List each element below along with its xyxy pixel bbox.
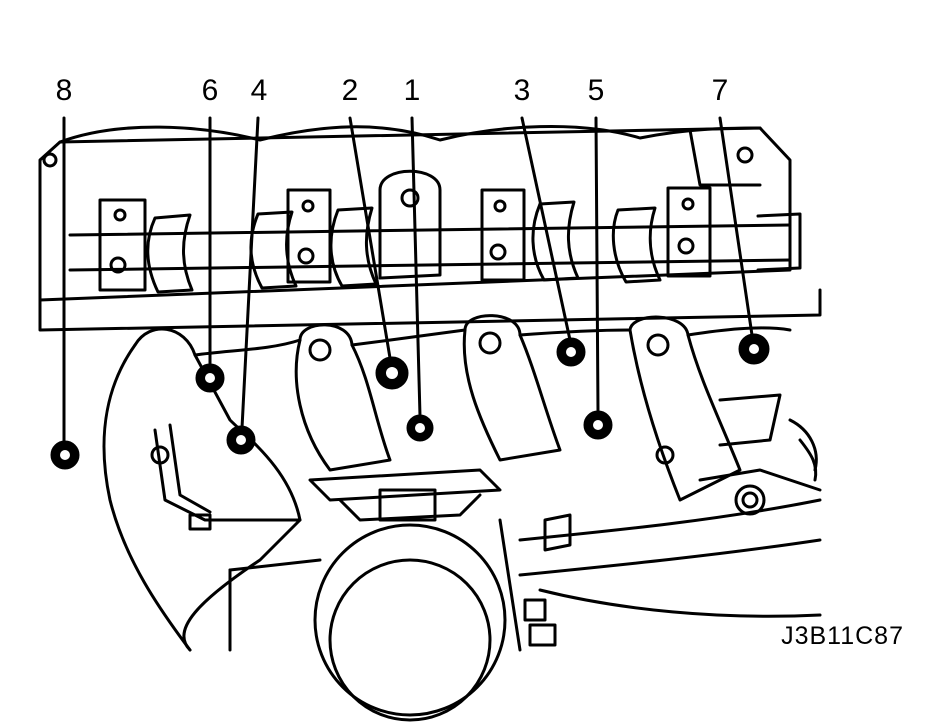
manifold-bolt-7 [738,333,770,365]
figure-code: J3B11C87 [781,622,904,650]
callout-number: 5 [588,74,605,107]
egr-bracket [698,393,822,516]
throttle-body [228,468,522,722]
callout-number: 1 [404,74,421,107]
callout-number: 2 [342,74,359,107]
callout-number: 8 [56,74,73,107]
exhaust-manifold [102,314,792,652]
cylinder-head [38,125,822,332]
manifold-bolt-5 [583,410,613,440]
callout-number: 3 [514,74,531,107]
callout-number: 4 [251,74,268,107]
manifold-bolt-2 [375,356,409,390]
callout-numbers: 8 6 4 2 1 3 5 7 [56,74,729,107]
callout-number: 7 [712,74,729,107]
manifold-bolt-3 [556,337,586,367]
manifold-bolt-6 [195,363,225,393]
callout-number: 6 [202,74,219,107]
manifold-bolt-4 [226,425,256,455]
heat-shield-bracket [153,423,302,531]
vacuum-hoses [518,498,822,647]
leader-lines [62,116,754,445]
manifold-bolt-8 [50,440,80,470]
manifold-bolt-1 [406,414,434,442]
camshaft [68,169,802,294]
